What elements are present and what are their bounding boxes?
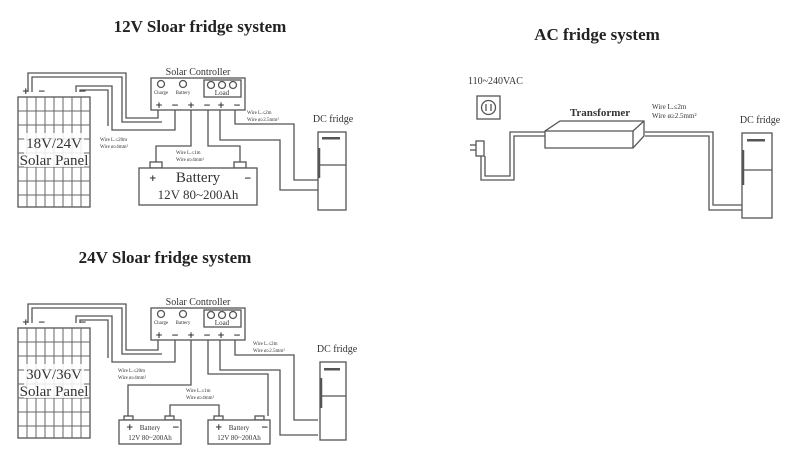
title-24v: 24V Sloar fridge system — [79, 248, 252, 267]
panel-minus2-12v: − — [79, 87, 87, 97]
battery-spec-12v: 12V 80~200Ah — [158, 187, 239, 202]
charge-led-icon — [156, 79, 166, 89]
battery-12v: + − Battery 12V 80~200Ah — [138, 161, 258, 206]
battery-minus-12v: − — [244, 174, 252, 184]
battery-spec: 12V 80~200Ah — [217, 434, 261, 442]
battery-plus: + — [215, 423, 223, 433]
title-12v: 12V Sloar fridge system — [114, 17, 287, 36]
battery-24v-2: + − Battery 12V 80~200Ah — [207, 415, 271, 445]
panel-wire-gauge-12v: Wire ø≥4mm² — [100, 144, 129, 150]
indicator-charge-24v: Charge — [154, 321, 169, 326]
battery-label-12v: Battery — [176, 170, 221, 186]
battery-label: Battery — [229, 424, 250, 432]
title-ac: AC fridge system — [534, 25, 660, 44]
terminal-pv-plus: + — [155, 331, 163, 341]
battery-led-icon — [178, 309, 188, 319]
transformer: Transformer — [544, 107, 645, 149]
ac-fridge-wire-length: Wire L.≤2m — [652, 103, 687, 111]
fridge-wire-gauge-24v: Wire ø≥2.5mm² — [253, 348, 285, 354]
panel-voltage-24v: 30V/36V — [26, 367, 82, 383]
fridge-label-24v: DC fridge — [317, 344, 358, 355]
battery-label: Battery — [140, 424, 161, 432]
battery-wire-length-24v: Wire L.≤1m — [186, 389, 211, 394]
wires-12v — [27, 72, 318, 191]
diagram-12v: 12V Sloar fridge system 18V/24V Solar Pa… — [17, 17, 354, 211]
indicator-charge-12v: Charge — [154, 91, 169, 96]
panel-voltage-12v: 18V/24V — [26, 136, 82, 152]
battery-wire-gauge-24v: Wire ø≥4mm² — [186, 395, 215, 401]
battery-led-icon — [178, 79, 188, 89]
charge-led-icon — [156, 309, 166, 319]
solar-panel-24v: 30V/36V Solar Panel + − − — [17, 318, 91, 439]
battery-minus: − — [172, 423, 180, 433]
panel-label-12v: Solar Panel — [20, 153, 89, 169]
wires-24v — [27, 303, 318, 436]
terminal-pv-plus: + — [155, 101, 163, 111]
fridge-wire-gauge-12v: Wire ø≥2.5mm² — [247, 117, 279, 123]
battery-plus: + — [126, 423, 134, 433]
load-label-12v: Load — [215, 89, 230, 97]
terminal-bat-minus: − — [203, 101, 211, 111]
battery-wire-length-12v: Wire L.≤1m — [176, 151, 201, 156]
fridge-wire-length-24v: Wire L.≤2m — [253, 342, 278, 347]
battery-minus: − — [261, 423, 269, 433]
wall-outlet-icon — [476, 95, 501, 120]
terminal-load-plus: + — [217, 331, 225, 341]
panel-minus-12v: − — [38, 87, 46, 97]
battery-plus-12v: + — [149, 174, 157, 184]
terminal-pv-minus: − — [171, 331, 179, 341]
indicator-battery-24v: Battery — [176, 321, 191, 326]
solar-controller-24v: Solar Controller Charge Battery Load + −… — [150, 297, 246, 341]
panel-wire-length-24v: Wire L.≤20m — [118, 369, 145, 374]
dc-fridge-12v: DC fridge — [313, 114, 354, 211]
indicator-battery-12v: Battery — [176, 91, 191, 96]
solar-controller-12v: Solar Controller Charge Battery Load + −… — [150, 67, 246, 111]
battery-wire-gauge-12v: Wire ø≥4mm² — [176, 157, 205, 163]
terminal-load-plus: + — [217, 101, 225, 111]
panel-plus-24v: + — [22, 318, 30, 328]
ac-wires — [480, 131, 742, 211]
diagram-ac: AC fridge system 110~240VAC Transformer — [468, 25, 781, 219]
controller-label-12v: Solar Controller — [166, 67, 231, 78]
panel-label-24v: Solar Panel — [20, 384, 89, 400]
terminal-bat-plus: + — [187, 101, 195, 111]
dc-fridge-ac: DC fridge — [740, 115, 781, 219]
terminal-bat-plus: + — [187, 331, 195, 341]
terminal-bat-minus: − — [203, 331, 211, 341]
dc-fridge-24v: DC fridge — [317, 344, 358, 441]
plug-icon — [470, 140, 485, 157]
transformer-label: Transformer — [570, 107, 630, 119]
solar-panel-12v: 18V/24V Solar Panel + − − — [17, 87, 91, 208]
fridge-label-ac: DC fridge — [740, 115, 781, 126]
fridge-label-12v: DC fridge — [313, 114, 354, 125]
panel-minus-24v: − — [38, 318, 46, 328]
panel-minus2-24v: − — [79, 318, 87, 328]
ac-fridge-wire-gauge: Wire ø≥2.5mm² — [652, 112, 697, 120]
load-label-24v: Load — [215, 319, 230, 327]
diagram-24v: 24V Sloar fridge system 30V/36V Solar Pa… — [17, 248, 358, 445]
fridge-wire-length-12v: Wire L.≤2m — [247, 111, 272, 116]
battery-spec: 12V 80~200Ah — [128, 434, 172, 442]
panel-wire-gauge-24v: Wire ø≥4mm² — [118, 375, 147, 381]
panel-plus-12v: + — [22, 87, 30, 97]
terminal-load-minus: − — [233, 331, 241, 341]
terminal-pv-minus: − — [171, 101, 179, 111]
controller-label-24v: Solar Controller — [166, 297, 231, 308]
terminal-load-minus: − — [233, 101, 241, 111]
panel-wire-length-12v: Wire L.≤20m — [100, 138, 127, 143]
ac-supply-label: 110~240VAC — [468, 76, 523, 87]
battery-24v-1: + − Battery 12V 80~200Ah — [118, 415, 182, 445]
